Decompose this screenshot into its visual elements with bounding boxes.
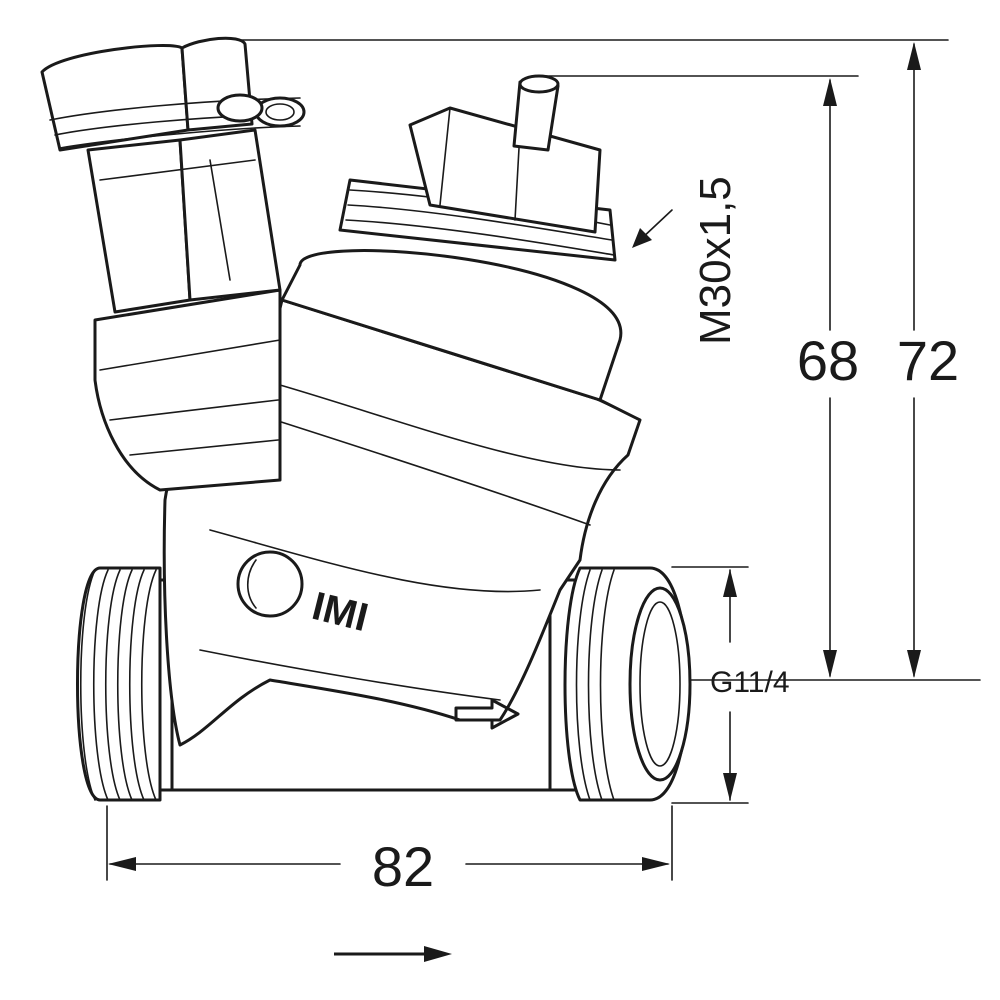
dimension-height-outer: 72 [897,329,959,392]
thread-top-label: M30x1,5 [691,176,740,345]
thread-connection-label: G11/4 [710,666,790,699]
arrow-right-icon [334,946,452,962]
valve-body [40,36,692,802]
dimension-width: 82 [372,835,434,898]
body-flow-arrow-icon [454,698,520,730]
dimension-lines [106,39,981,881]
dimension-height-inner: 68 [797,329,859,392]
